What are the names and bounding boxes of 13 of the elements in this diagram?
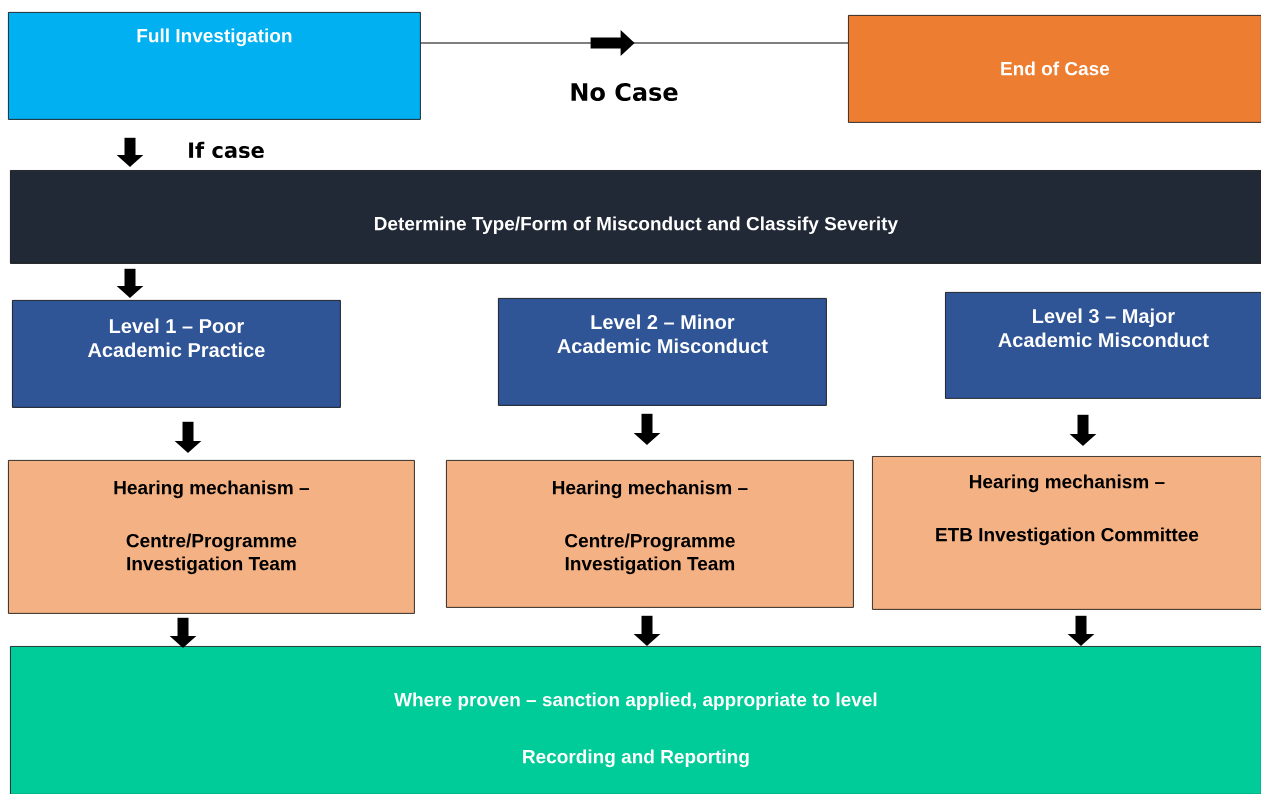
hearing-box: Hearing mechanism – Centre/Programme Investigation Team [8,460,415,614]
end-box: End of Case [848,15,1261,123]
level-box: Level 3 – Major Academic Misconduct [945,292,1261,399]
process-box: Determine Type/Form of Misconduct and Classify Severity [10,170,1261,264]
result-box: Where proven – sanction applied, appropriate to level Recording and Reporting [10,646,1261,794]
level-box: Level 1 – Poor Academic Practice [12,300,341,408]
process-box: Full Investigation [8,12,421,120]
edge-label: No Case [568,81,680,103]
hearing-box: Hearing mechanism – Centre/Programme Investigation Team [446,460,854,608]
level-box: Level 2 – Minor Academic Misconduct [498,298,827,406]
hearing-box: Hearing mechanism – ETB Investigation Committee [872,456,1261,610]
edge-label: If case [186,140,266,160]
arrow [420,30,849,56]
